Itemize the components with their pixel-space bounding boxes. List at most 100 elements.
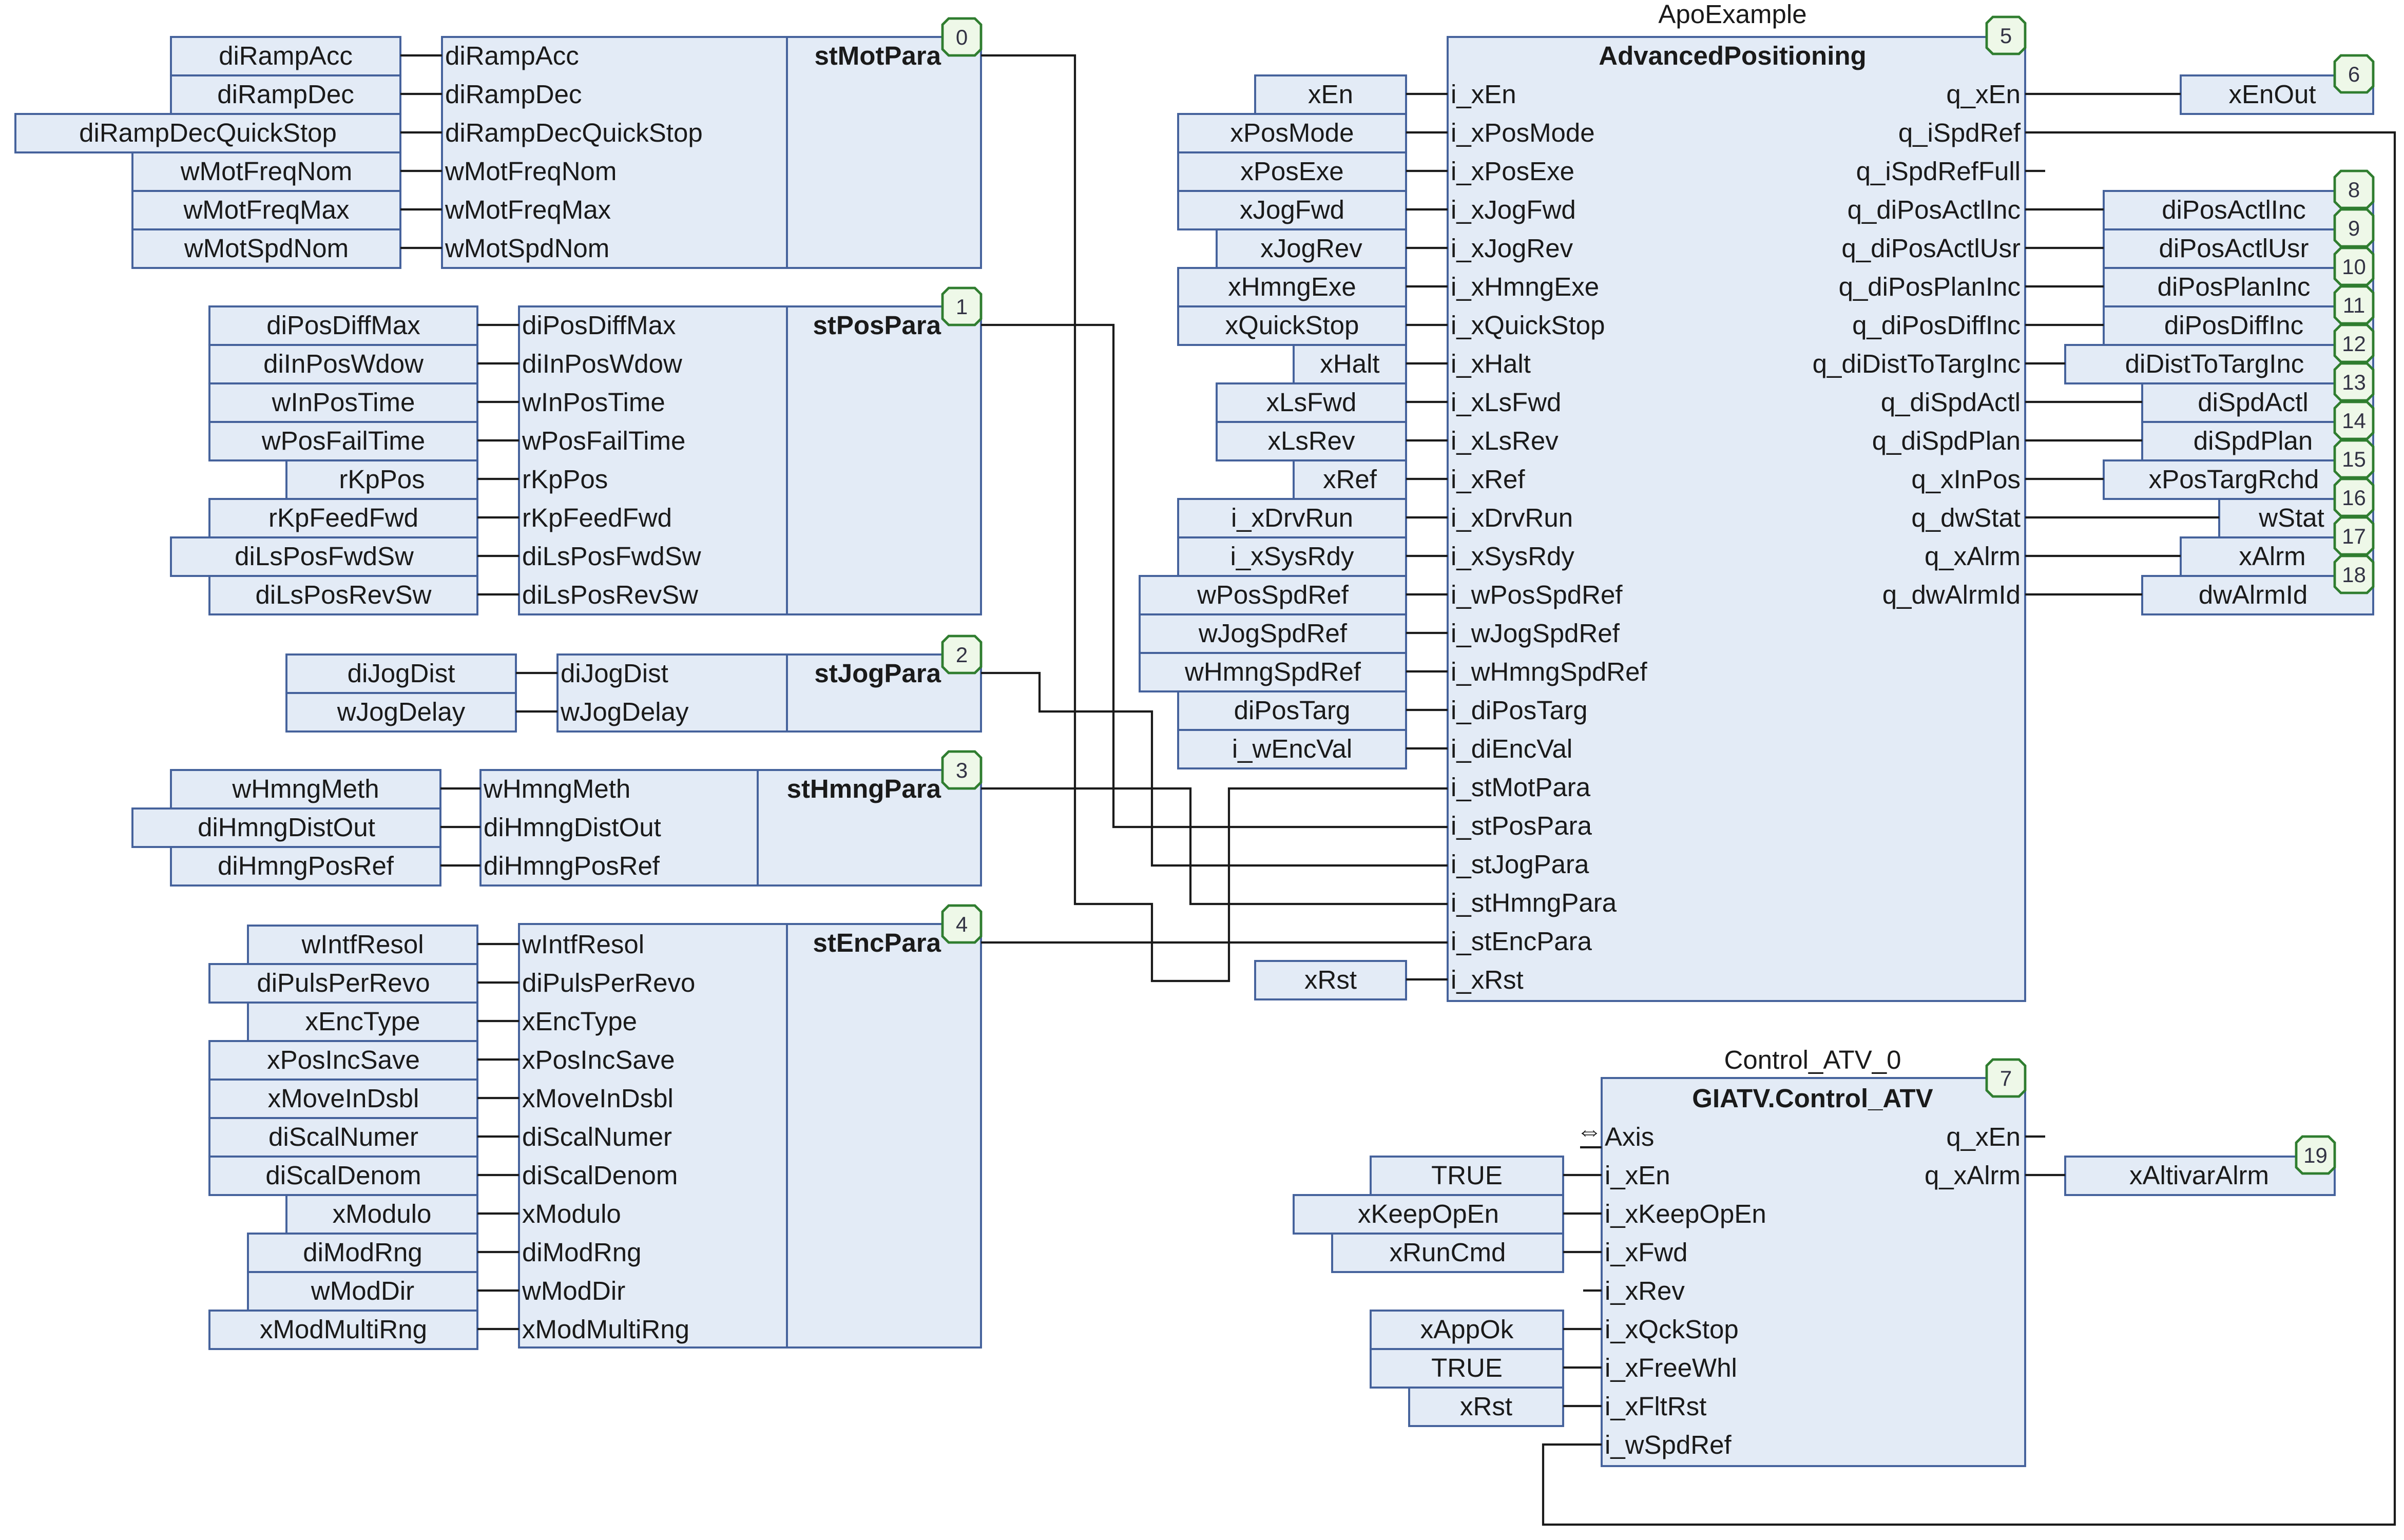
input-variable-box[interactable] [208, 1310, 478, 1350]
input-variable-name: xLsFwd [1266, 388, 1357, 417]
input-variable-box[interactable] [170, 769, 441, 810]
pin-name: i_xDrvRun [1451, 503, 1573, 532]
execution-order-number: 18 [2342, 563, 2366, 587]
input-variable-name: i_wEncVal [1232, 734, 1352, 763]
input-variable-box[interactable] [1254, 74, 1407, 115]
input-variable-box[interactable] [208, 498, 478, 538]
input-variable-box[interactable] [1370, 1310, 1564, 1350]
pin-name: q_dwStat [1911, 503, 2021, 532]
pin-name: rKpPos [522, 465, 608, 494]
pin-name: i_xEn [1451, 80, 1516, 109]
pin-name: rKpFeedFwd [522, 503, 672, 532]
input-variable-name: xRunCmd [1390, 1238, 1506, 1267]
input-variable-name: i_xDrvRun [1231, 503, 1353, 532]
input-variable-box[interactable] [1216, 421, 1407, 461]
pin-name: wHmngMeth [483, 774, 630, 803]
input-variable-name: wMotSpdNom [184, 234, 349, 263]
input-variable-name: diRampAcc [219, 41, 353, 70]
input-variable-box[interactable] [208, 1117, 478, 1158]
instance-name: ApoExample [1658, 0, 1806, 29]
input-variable-box[interactable] [1331, 1233, 1564, 1273]
pin-name: i_xQckStop [1605, 1315, 1739, 1344]
input-variable-box[interactable] [208, 963, 478, 1004]
output-variable-name: diSpdPlan [2194, 426, 2313, 455]
input-variable-box[interactable] [208, 1079, 478, 1119]
output-variable-name: dwAlrmId [2199, 580, 2308, 609]
output-variable-name: xPosTargRchd [2149, 465, 2319, 494]
execution-order-badge [2333, 439, 2375, 479]
input-variable-name: rKpFeedFwd [268, 503, 418, 532]
input-variable-name: xRef [1323, 465, 1377, 494]
input-variable-box[interactable] [1293, 1194, 1564, 1235]
pin-name: diInPosWdow [522, 349, 682, 378]
execution-order-number: 15 [2342, 447, 2366, 471]
pin-name: xPosIncSave [522, 1045, 675, 1074]
pin-name: i_xRef [1451, 465, 1525, 494]
input-variable-name: xEn [1308, 80, 1353, 109]
pin-name: diLsPosFwdSw [522, 542, 701, 571]
pin-name: diJogDist [561, 659, 668, 688]
input-variable-box[interactable] [1177, 729, 1407, 769]
output-variable-box[interactable] [2064, 1156, 2336, 1196]
pin-name: q_diSpdPlan [1872, 426, 2021, 455]
control-atv-block[interactable] [1601, 1077, 2026, 1467]
input-variable-box[interactable] [247, 925, 478, 965]
input-variable-name: xMoveInDsbl [268, 1084, 419, 1113]
pin-name: i_wSpdRef [1605, 1430, 1732, 1459]
input-variable-name: diPosDiffMax [266, 311, 420, 340]
input-variable-box[interactable] [285, 692, 517, 733]
input-variable-box[interactable] [285, 459, 478, 500]
execution-order-badge [2333, 246, 2375, 286]
input-variable-box[interactable] [131, 228, 401, 269]
wire-speed-reference [1542, 131, 2396, 1526]
input-variable-box[interactable] [1177, 113, 1407, 153]
pin-name: diScalNumer [522, 1122, 672, 1151]
input-variable-box[interactable] [1139, 652, 1407, 692]
execution-order-number: 11 [2343, 293, 2365, 317]
input-variable-name: diModRng [303, 1238, 422, 1267]
input-variable-name: TRUE [1431, 1353, 1503, 1382]
advanced-positioning-block[interactable] [1447, 36, 2026, 1002]
pin-name: wMotSpdNom [445, 234, 609, 263]
input-variable-box[interactable] [1177, 536, 1407, 577]
execution-order-badge [2333, 208, 2375, 248]
pin-name: diPosDiffMax [522, 311, 676, 340]
struct-block[interactable] [518, 923, 982, 1349]
input-variable-box[interactable] [1177, 151, 1407, 192]
input-variable-box[interactable] [1139, 613, 1407, 654]
execution-order-number: 5 [2000, 24, 2012, 48]
input-variable-box[interactable] [1177, 305, 1407, 346]
struct-block[interactable] [518, 305, 982, 615]
input-variable-box[interactable] [170, 36, 401, 76]
execution-order-badge [2333, 169, 2375, 209]
pin-name: i_xKeepOpEn [1605, 1199, 1766, 1228]
input-variable-box[interactable] [208, 382, 478, 423]
execution-order-badge [2333, 362, 2375, 402]
pin-name: wInPosTime [522, 388, 665, 417]
input-variable-box[interactable] [1408, 1387, 1564, 1427]
input-variable-box[interactable] [1177, 690, 1407, 731]
input-variable-name: rKpPos [339, 465, 425, 494]
input-variable-box[interactable] [247, 1002, 478, 1042]
block-title: stMotPara [814, 41, 941, 70]
execution-order-number: 6 [2348, 62, 2360, 86]
output-variable-name: diPosPlanInc [2158, 272, 2311, 301]
execution-order-number: 8 [2348, 178, 2360, 202]
input-variable-box[interactable] [1370, 1348, 1564, 1389]
struct-block[interactable] [441, 36, 982, 269]
block-title: stEncPara [813, 928, 941, 957]
pin-name: diLsPosRevSw [522, 580, 698, 609]
input-variable-box[interactable] [131, 151, 401, 192]
output-variable-box[interactable] [2103, 459, 2374, 500]
execution-order-badge [941, 17, 983, 57]
input-variable-name: diLsPosFwdSw [235, 542, 414, 571]
input-variable-box[interactable] [247, 1271, 478, 1312]
struct-block[interactable] [556, 653, 982, 733]
output-variable-box[interactable] [2103, 228, 2374, 269]
input-variable-box[interactable] [1254, 960, 1407, 1000]
input-variable-box[interactable] [1370, 1156, 1564, 1196]
execution-order-number: 7 [2000, 1066, 2012, 1090]
input-variable-box[interactable] [1177, 267, 1407, 307]
execution-order-number: 1 [956, 295, 968, 319]
pin-name: i_stMotPara [1451, 773, 1591, 802]
